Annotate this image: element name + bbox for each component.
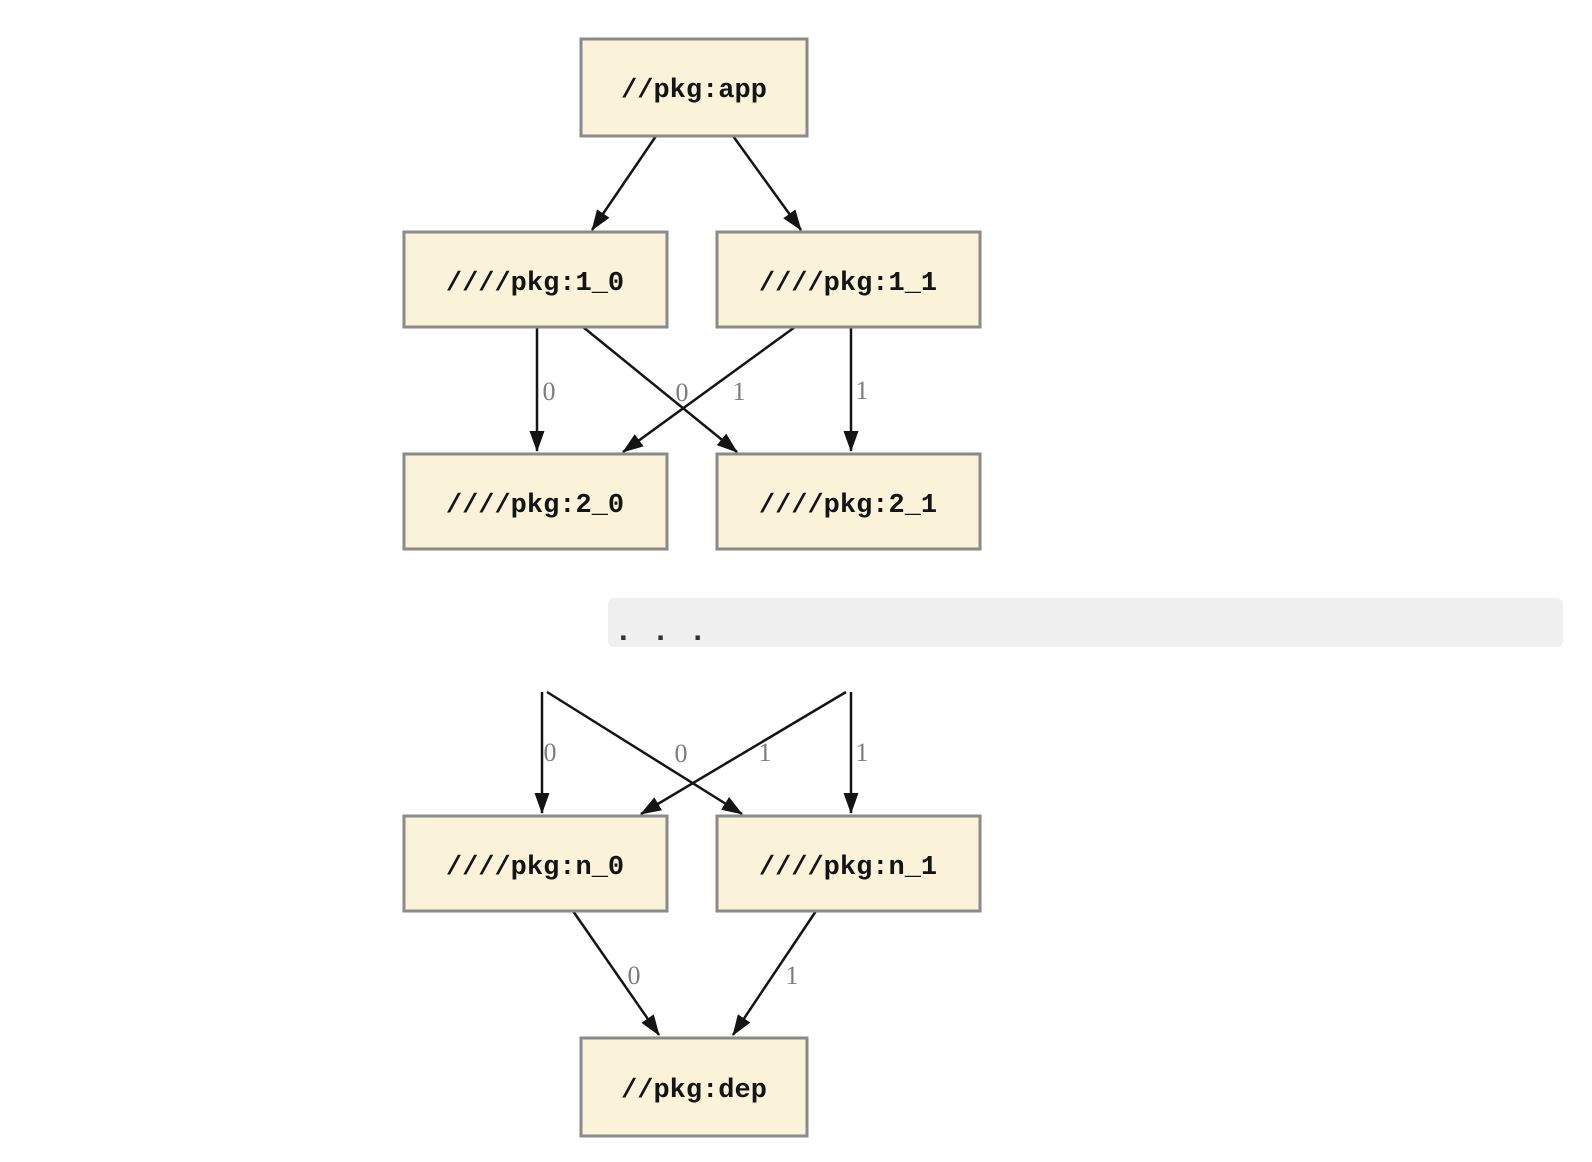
node-2_1-label: ////pkg:2_1 [759, 491, 937, 521]
node-dep: //pkg:dep [579, 1036, 809, 1138]
node-app-label: //pkg:app [621, 76, 767, 106]
node-2_1-box [715, 452, 982, 551]
node-1_0-label: ////pkg:1_0 [446, 269, 624, 299]
edge-label-ellipsis2-n_0: 0 [675, 739, 688, 768]
edge-label-1_0-2_0: 0 [543, 377, 556, 406]
edge-label-1_0-2_1: 1 [733, 377, 746, 406]
node-n_0: ////pkg:n_0 [402, 814, 669, 913]
edges [529, 135, 859, 1036]
node-1_0-box [402, 230, 669, 329]
node-1_0: ////pkg:1_0 [402, 230, 669, 329]
node-2_0-box [402, 452, 669, 551]
node-n_0-box [402, 814, 669, 913]
node-n_1-label: ////pkg:n_1 [759, 853, 937, 883]
continuation-band: . . . [608, 598, 1563, 650]
node-n_0-label: ////pkg:n_0 [446, 853, 624, 883]
edge-n_1-to-dep [731, 910, 818, 1036]
edge-1_0-to-2_1 [582, 326, 738, 453]
node-2_1: ////pkg:2_1 [715, 452, 982, 551]
edge-labels: 0 1 0 1 0 1 0 1 0 1 [543, 376, 869, 990]
edge-ellipsis2-to-n_0 [640, 690, 847, 816]
node-app: //pkg:app [579, 37, 809, 138]
edge-label-n_0-dep: 0 [628, 961, 641, 990]
edge-label-ellipsis-n_1: 1 [759, 738, 772, 767]
continuation-ellipsis: . . . [614, 615, 707, 650]
edge-n_0-to-dep [571, 910, 661, 1036]
edge-label-1_1-2_1: 1 [856, 376, 869, 405]
edge-ellipsis-to-n_1 [546, 690, 743, 816]
edge-label-ellipsis-n_0: 0 [544, 738, 557, 767]
edge-app-to-1_1 [731, 135, 803, 231]
node-app-box [579, 37, 809, 138]
edge-app-to-1_0 [590, 135, 658, 231]
node-1_1-label: ////pkg:1_1 [759, 269, 937, 299]
node-n_1: ////pkg:n_1 [715, 814, 982, 913]
edge-1_1-to-2_0 [622, 325, 796, 454]
node-1_1: ////pkg:1_1 [715, 230, 982, 329]
node-dep-box [579, 1036, 809, 1138]
node-2_0: ////pkg:2_0 [402, 452, 669, 551]
node-2_0-label: ////pkg:2_0 [446, 491, 624, 521]
edge-label-1_1-2_0: 0 [676, 378, 689, 407]
node-1_1-box [715, 230, 982, 329]
node-dep-label: //pkg:dep [621, 1076, 767, 1106]
node-n_1-box [715, 814, 982, 913]
edge-label-n_1-dep: 1 [786, 961, 799, 990]
continuation-band-background [608, 598, 1563, 647]
edge-label-ellipsis2-n_1: 1 [856, 738, 869, 767]
